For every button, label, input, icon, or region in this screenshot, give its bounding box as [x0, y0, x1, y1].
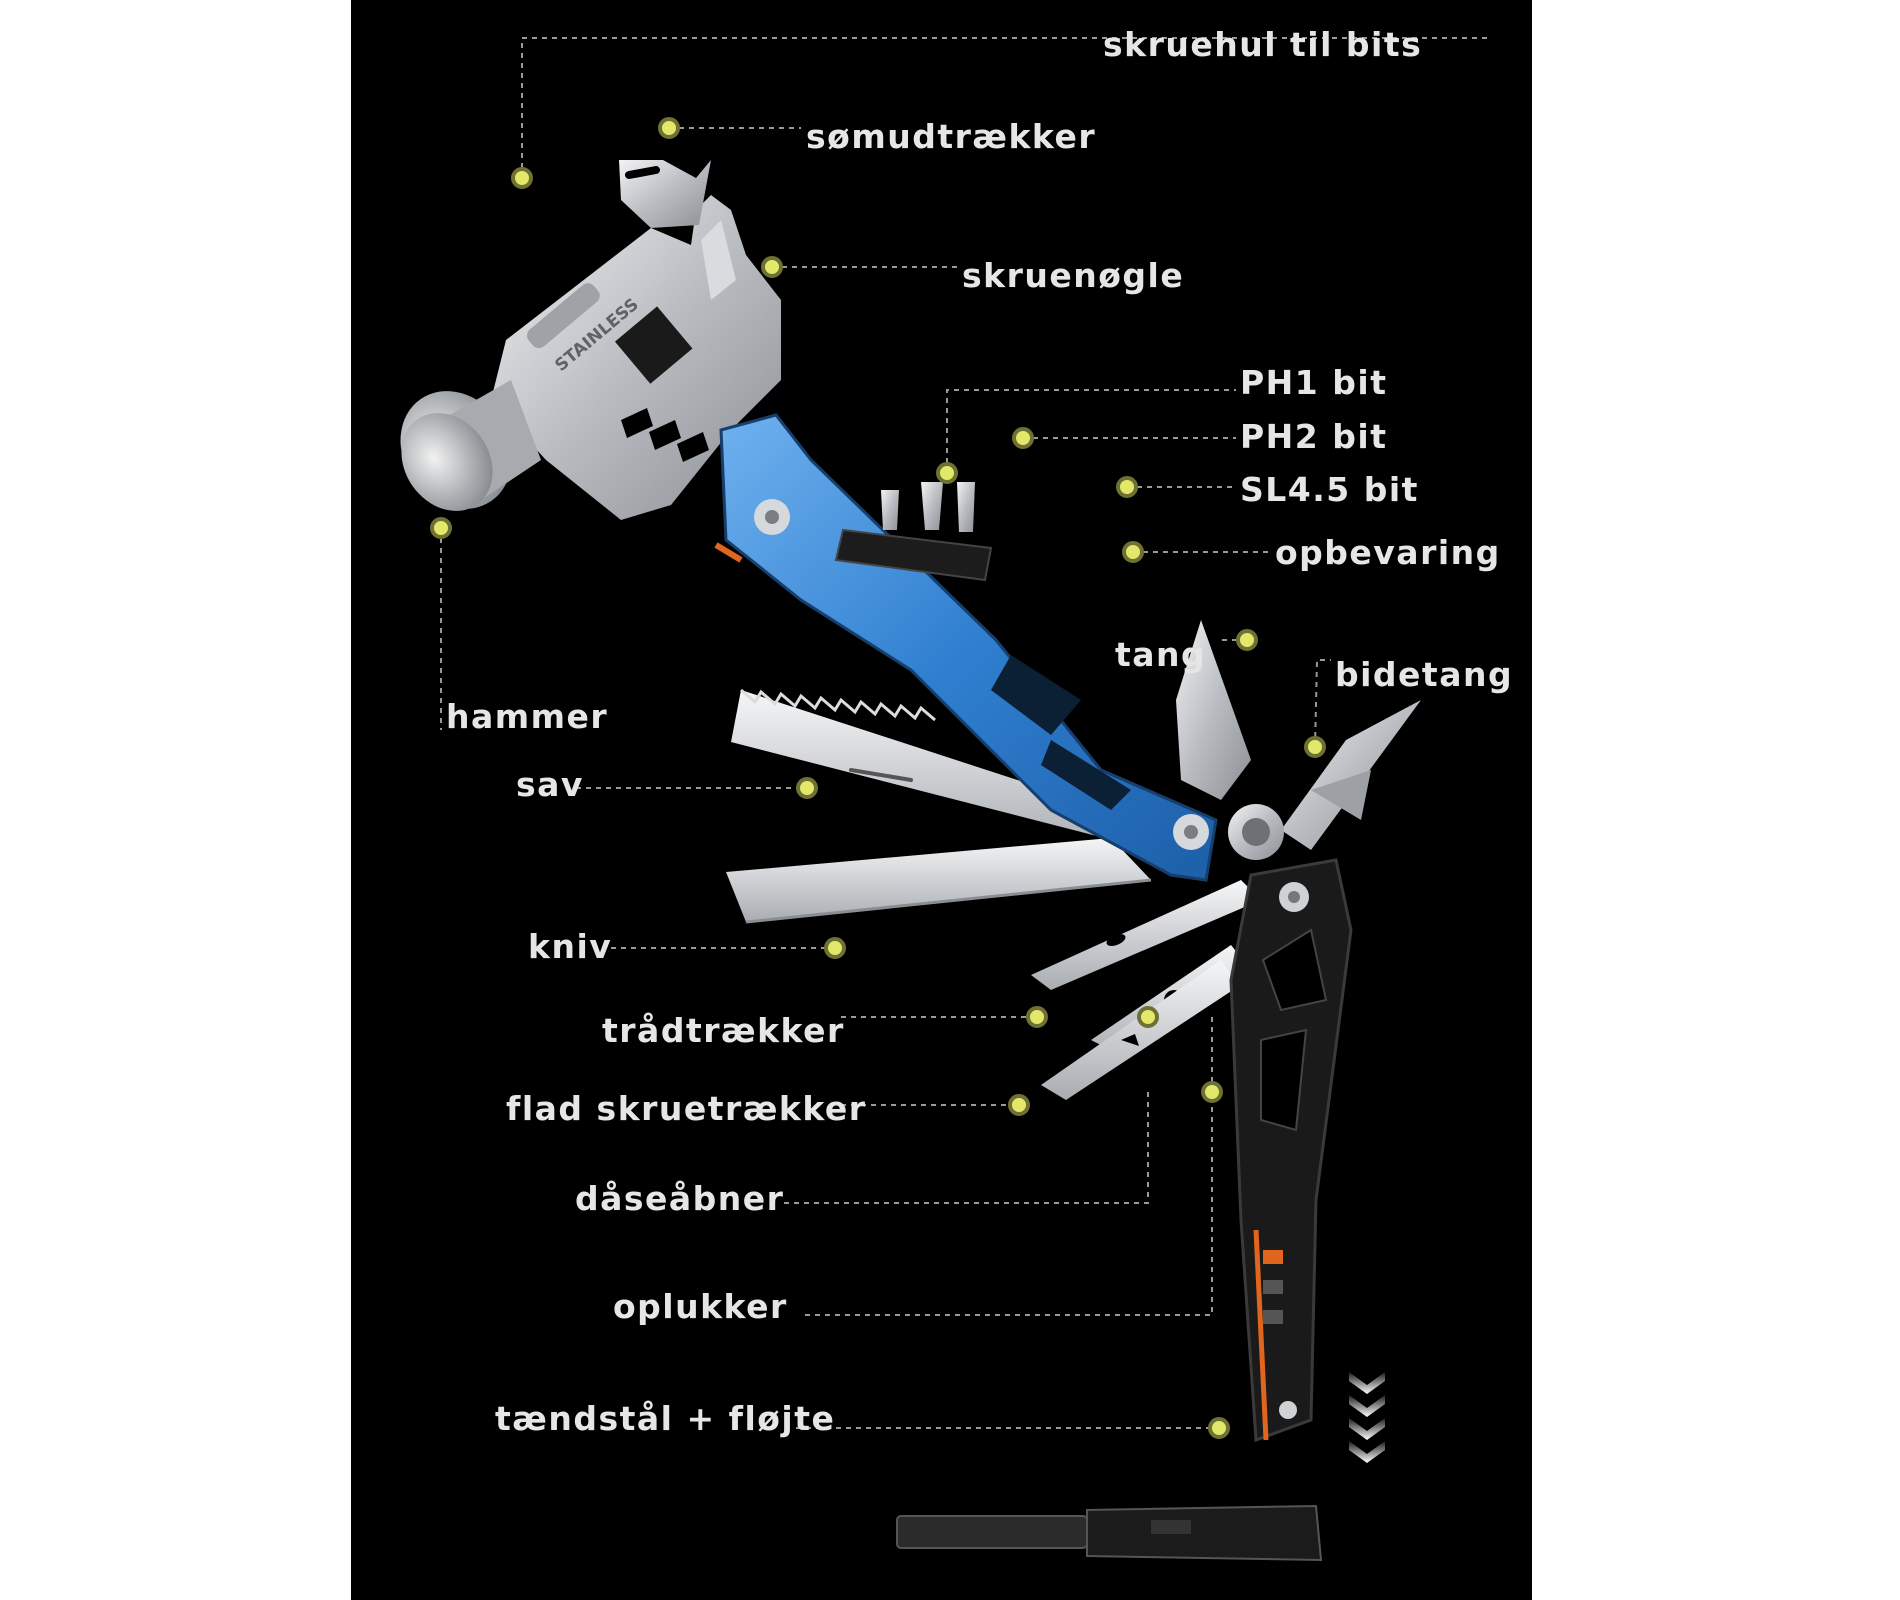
- bit-holder: [834, 482, 993, 582]
- hammer-head: STAINLESS: [400, 160, 781, 520]
- lower-tools: [1031, 880, 1261, 1100]
- label-ph1-bit: PH1 bit: [1240, 363, 1388, 402]
- label-skruehul-til-bits: skruehul til bits: [1103, 25, 1423, 64]
- leader-lines: [440, 37, 1491, 1429]
- label-sav: sav: [516, 765, 584, 804]
- marker-dot: [1026, 1006, 1048, 1028]
- label-somudtraekker: sømudtrækker: [806, 117, 1097, 156]
- marker-dot: [761, 256, 783, 278]
- marker-dot: [1012, 427, 1034, 449]
- pliers-jaws: [1176, 620, 1421, 860]
- black-handle: [1229, 858, 1353, 1443]
- label-tang: tang: [1115, 635, 1207, 674]
- marker-dot: [1137, 1006, 1159, 1028]
- marker-dot: [511, 167, 533, 189]
- marker-dot: [1208, 1417, 1230, 1439]
- marker-dot: [1304, 736, 1326, 758]
- scroll-down-chevrons: [1349, 1372, 1385, 1463]
- label-taendstaal-floejte: tændstål + fløjte: [495, 1399, 836, 1438]
- marker-dot: [936, 462, 958, 484]
- label-kniv: kniv: [528, 927, 613, 966]
- label-ph2-bit: PH2 bit: [1240, 417, 1388, 456]
- label-sl45-bit: SL4.5 bit: [1240, 470, 1419, 509]
- marker-dot: [1122, 541, 1144, 563]
- marker-dot: [1201, 1081, 1223, 1103]
- multitool-illustration: STAINLESS: [400, 37, 1491, 1562]
- marker-dot: [430, 517, 452, 539]
- label-skruenogle: skruenøgle: [962, 256, 1185, 295]
- marker-dot: [658, 117, 680, 139]
- marker-dot: [1008, 1094, 1030, 1116]
- marker-dot: [1236, 629, 1258, 651]
- label-markers: [430, 117, 1326, 1439]
- label-hammer: hammer: [446, 697, 609, 736]
- label-opbevaring: opbevaring: [1275, 533, 1501, 572]
- label-flad-skruetraekker: flad skruetrækker: [506, 1089, 867, 1128]
- marker-dot: [824, 937, 846, 959]
- marker-dot: [796, 777, 818, 799]
- label-tradtraekker: trådtrækker: [602, 1011, 845, 1050]
- knife-blade: [726, 838, 1152, 924]
- label-bidetang: bidetang: [1335, 655, 1514, 694]
- fire-starter: [896, 1504, 1323, 1562]
- marker-dot: [1116, 476, 1138, 498]
- product-panel: STAINLESS: [351, 0, 1532, 1600]
- label-oplukker: oplukker: [613, 1287, 788, 1326]
- label-daseabner: dåseåbner: [575, 1179, 785, 1218]
